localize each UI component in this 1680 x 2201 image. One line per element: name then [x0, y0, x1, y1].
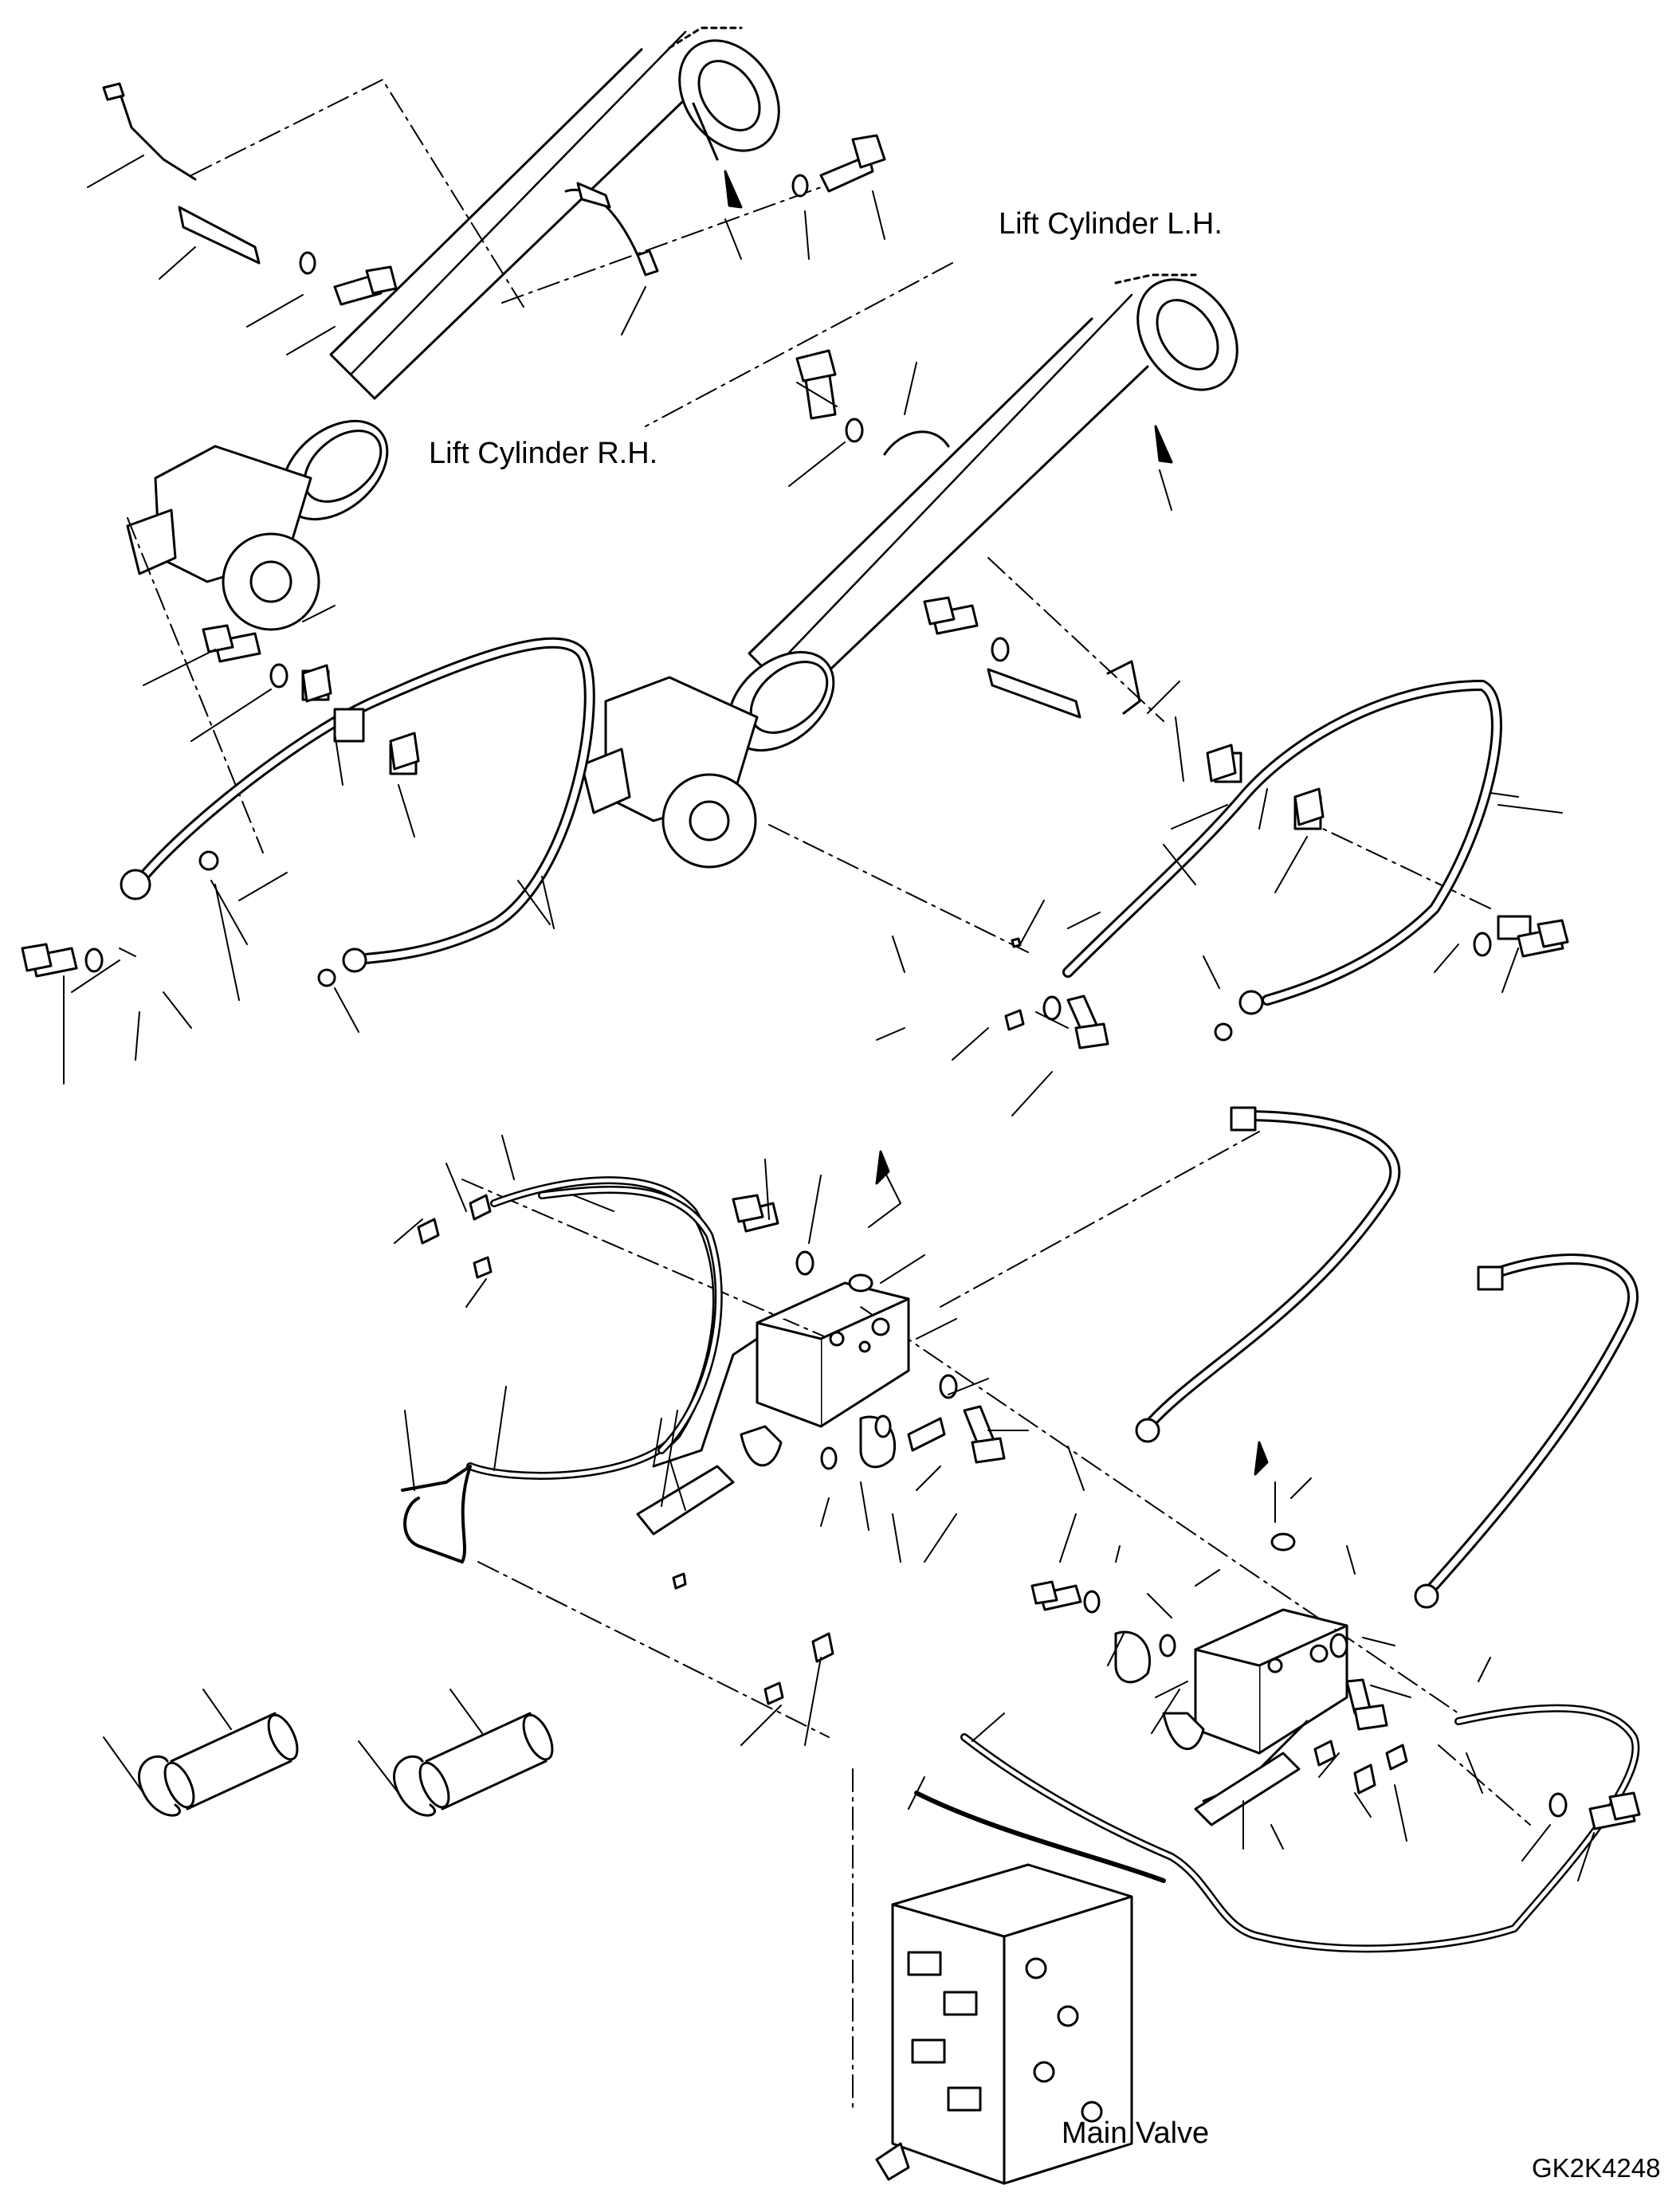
hose-to-main-valve: [917, 1709, 1635, 1949]
main-valve: [877, 1865, 1132, 2183]
main-valve-label: Main Valve: [1062, 2117, 1210, 2150]
direction-arrows: [725, 171, 1267, 1474]
hose-rh-upper: [121, 643, 590, 986]
callout-leaders: [64, 155, 1594, 1881]
assembly-leader-lines: [128, 80, 1530, 2112]
hose-assembly-right: [1136, 1108, 1633, 1607]
valve-block-left: [654, 1283, 909, 1467]
pipe-with-clamp-left: [139, 1711, 303, 1815]
clamps-and-brackets: [104, 84, 1323, 1825]
lift-cylinder-rh: [128, 22, 799, 630]
fittings: [418, 939, 1407, 1793]
bolts-and-washers: [22, 135, 1639, 1829]
drawing-code: GK2K4248: [1532, 2153, 1661, 2183]
valve-block-right: [1116, 1610, 1347, 1801]
hose-lh-upper: [1068, 685, 1530, 1040]
lift-cylinder-lh: [582, 261, 1258, 867]
pipe-with-clamp-right: [394, 1711, 558, 1815]
lift-cylinder-lh-label: Lift Cylinder L.H.: [999, 207, 1223, 241]
hose-assembly-middle-left: [402, 1180, 719, 1562]
lift-cylinder-rh-label: Lift Cylinder R.H.: [429, 437, 658, 470]
